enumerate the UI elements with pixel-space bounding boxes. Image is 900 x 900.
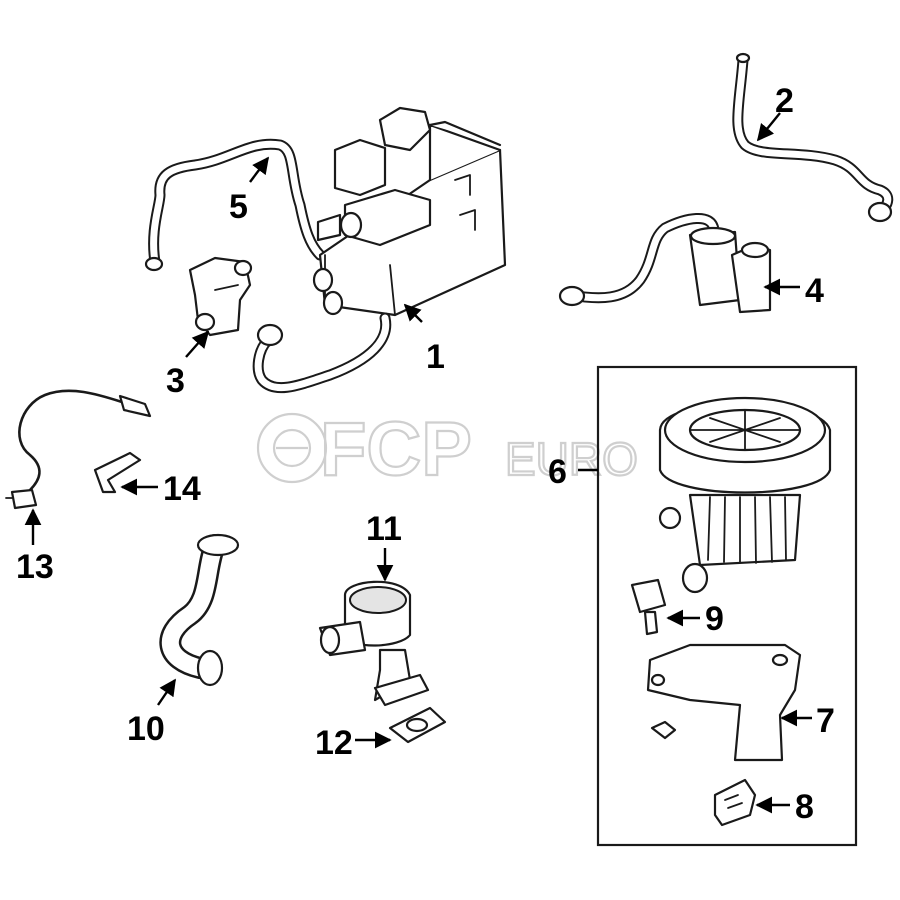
callout-11: 11	[366, 510, 402, 548]
leader-1	[403, 303, 423, 323]
canister-hose	[252, 312, 392, 394]
part-4-pump	[558, 212, 772, 314]
callout-7: 7	[816, 702, 835, 740]
watermark-brand: FCP	[320, 407, 472, 492]
callout-3: 3	[166, 362, 185, 400]
leader-2	[756, 112, 781, 142]
callout-labels: 1 2 3 4 5 6 7 8 9 10 11 12 13 14	[16, 82, 835, 826]
assembly-box	[596, 365, 858, 847]
part-10-hose	[159, 533, 240, 687]
leader-3	[185, 330, 210, 358]
callout-6: 6	[548, 453, 567, 491]
watermark-suffix: EURO	[505, 433, 638, 485]
callout-13: 13	[16, 548, 54, 586]
part-3-valve	[188, 256, 253, 337]
callout-14: 14	[163, 470, 201, 508]
callout-5: 5	[229, 188, 248, 226]
leader-5	[249, 156, 270, 183]
callout-10: 10	[127, 710, 165, 748]
part-1-canister	[312, 106, 507, 317]
watermark: FCP EURO	[256, 406, 639, 493]
fcp-logo-icon	[256, 412, 328, 484]
part-6-air-pump	[658, 396, 832, 594]
leader-lines	[24, 112, 812, 814]
part-8-clip	[713, 778, 757, 827]
part-13-sensor	[5, 389, 152, 510]
callout-2: 2	[775, 82, 794, 120]
callout-1: 1	[426, 338, 445, 376]
part-14-bracket	[93, 451, 142, 494]
part-12-gasket	[388, 706, 447, 744]
part-2-hose	[732, 52, 894, 223]
callout-9: 9	[705, 600, 724, 638]
callout-12: 12	[315, 724, 353, 762]
part-5-hose	[144, 138, 326, 272]
part-9-connector	[630, 578, 667, 636]
leader-10	[157, 678, 176, 706]
part-7-bracket	[646, 643, 802, 762]
callout-4: 4	[805, 272, 824, 310]
callout-8: 8	[795, 788, 814, 826]
part-11-valve	[318, 580, 430, 707]
